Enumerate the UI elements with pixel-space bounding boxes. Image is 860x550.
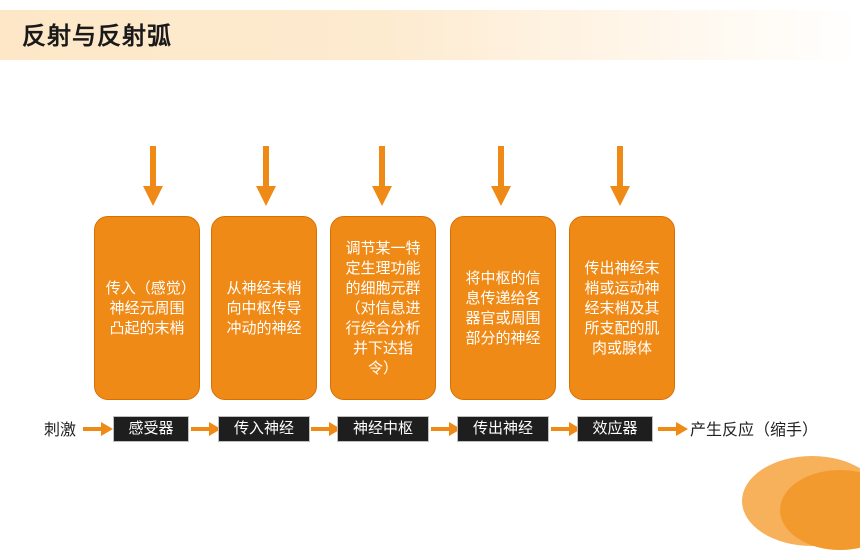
flow-step-effector: 效应器 bbox=[577, 416, 653, 442]
down-arrow-1 bbox=[143, 146, 163, 206]
page-title: 反射与反射弧 bbox=[22, 22, 172, 50]
down-arrow-5 bbox=[610, 146, 630, 206]
down-arrow-4 bbox=[491, 146, 511, 206]
down-arrow-3 bbox=[372, 146, 392, 206]
right-arrow-icon bbox=[191, 422, 221, 436]
card-receptor: 传入（感觉）神经元周围凸起的末梢 bbox=[94, 216, 200, 400]
card-nerve-center: 调节某一特定生理功能的细胞元群（对信息进行综合分析并下达指令） bbox=[330, 216, 436, 400]
flow-step-efferent: 传出神经 bbox=[457, 416, 549, 442]
card-text: 将中枢的信息传递给各器官或周围部分的神经 bbox=[465, 269, 541, 347]
flow-end-label: 产生反应（缩手） bbox=[690, 420, 819, 439]
flow-step-center: 神经中枢 bbox=[337, 416, 429, 442]
flow-step-afferent: 传入神经 bbox=[218, 416, 310, 442]
right-arrow-icon bbox=[83, 422, 113, 436]
card-effector: 传出神经末梢或运动神经末梢及其所支配的肌肉或腺体 bbox=[569, 216, 675, 400]
card-text: 从神经末梢向中枢传导冲动的神经 bbox=[226, 279, 302, 337]
right-arrow-icon bbox=[431, 422, 461, 436]
card-text: 传出神经末梢或运动神经末梢及其所支配的肌肉或腺体 bbox=[584, 259, 660, 357]
card-afferent-nerve: 从神经末梢向中枢传导冲动的神经 bbox=[211, 216, 317, 400]
card-text: 传入（感觉）神经元周围凸起的末梢 bbox=[105, 279, 189, 337]
right-arrow-icon bbox=[311, 422, 341, 436]
card-efferent-nerve: 将中枢的信息传递给各器官或周围部分的神经 bbox=[450, 216, 556, 400]
down-arrow-2 bbox=[256, 146, 276, 206]
flow-start-label: 刺激 bbox=[44, 420, 77, 439]
card-text: 调节某一特定生理功能的细胞元群（对信息进行综合分析并下达指令） bbox=[345, 239, 421, 377]
right-arrow-icon bbox=[551, 422, 581, 436]
title-bar bbox=[0, 10, 860, 60]
right-arrow-icon bbox=[658, 422, 688, 436]
flow-step-receptor: 感受器 bbox=[113, 416, 189, 442]
